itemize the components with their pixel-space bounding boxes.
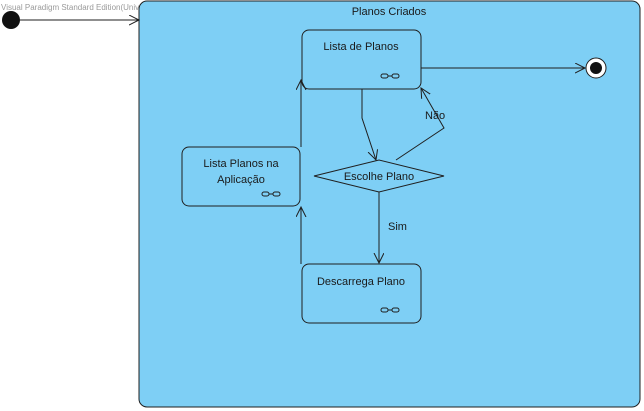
submachine-icon [261, 191, 281, 197]
decision-label: Escolhe Plano [344, 171, 414, 183]
watermark-text: Visual Paradigm Standard Edition(Univers… [1, 3, 208, 12]
composite-state-label: Planos Criados [352, 6, 427, 18]
transition-label-nao: Não [425, 110, 445, 122]
state-descarrega-plano[interactable]: Descarrega Plano [301, 263, 422, 324]
initial-node[interactable] [2, 11, 20, 29]
state-lista-aplicacao-label-line2: Aplicação [217, 174, 265, 186]
final-node[interactable] [585, 57, 607, 79]
submachine-icon [380, 73, 400, 79]
transition-label-sim: Sim [388, 221, 407, 233]
state-lista-de-planos[interactable]: Lista de Planos [301, 29, 422, 90]
transition-lista-to-decision[interactable] [361, 89, 376, 160]
decision-escolhe-plano[interactable]: Escolhe Plano [313, 159, 445, 193]
state-lista-de-planos-label: Lista de Planos [323, 41, 399, 53]
state-lista-aplicacao-label-line1: Lista Planos na [203, 158, 279, 170]
transition-decision-to-lista-nao[interactable] [395, 88, 445, 161]
state-lista-planos-na-aplicacao[interactable]: Lista Planos na Aplicação [181, 146, 301, 207]
composite-state-planos-criados[interactable] [138, 0, 641, 408]
submachine-icon [380, 307, 400, 313]
state-descarrega-plano-label: Descarrega Plano [317, 276, 405, 288]
